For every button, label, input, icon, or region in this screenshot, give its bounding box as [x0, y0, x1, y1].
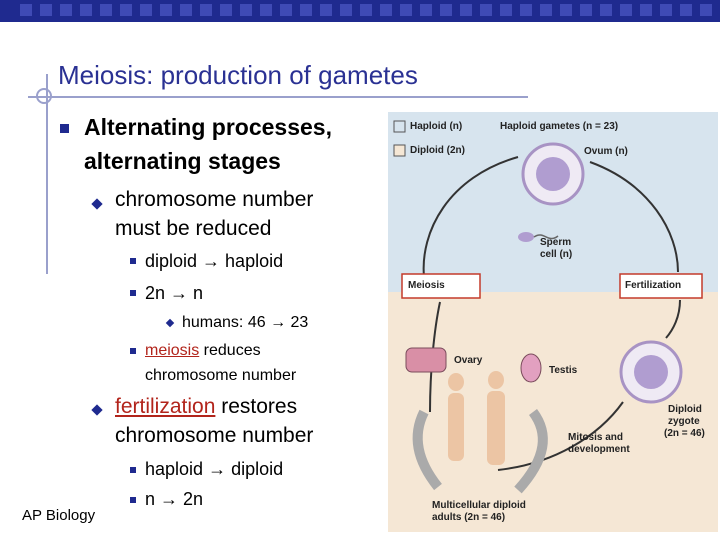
bullet-small-diamond-icon [165, 318, 175, 328]
bullet-6-line1: meiosis reduces [145, 342, 261, 359]
bullet-1-line2: alternating stages [84, 148, 281, 174]
bullet-5: humans: 46 → 23 [182, 314, 309, 331]
diploid-region [388, 292, 718, 532]
testis-label: Testis [549, 365, 578, 376]
bullet-2-line1: chromosome number [115, 188, 314, 211]
bullet-small-square-icon [130, 290, 136, 296]
zygote-label: Diploid [668, 404, 702, 415]
bullet-small-square-icon [130, 497, 136, 503]
female-head [448, 373, 464, 391]
arrow-right-icon: → [170, 283, 189, 303]
bullet-7-line1: fertilization restores [115, 395, 298, 418]
arrow-right-icon: → [160, 489, 179, 509]
arrow-to-meiosis-icon [422, 156, 519, 278]
zygote-label-line3: (2n = 46) [664, 428, 705, 439]
fertilization-term-link: fertilization [115, 395, 216, 418]
decor-vertical-line [46, 74, 48, 274]
life-cycle-diagram [388, 112, 718, 532]
bullet-square-icon [60, 124, 69, 133]
bullet-diamond-icon [91, 404, 103, 416]
sperm-head [518, 232, 534, 242]
zygote-label-line2: zygote [668, 416, 700, 427]
bullet-small-square-icon [130, 258, 136, 264]
footer-course: AP Biology [22, 507, 96, 524]
bullet-6-line2: chromosome number [145, 367, 297, 384]
testis-shape [520, 353, 542, 383]
gray-arrow-right-icon [514, 409, 548, 494]
arrow-to-zygote-icon [665, 299, 681, 339]
fertilization-label: Fertilization [625, 280, 682, 291]
ovary-label: Ovary [454, 355, 483, 366]
meiosis-term-link: meiosis [145, 342, 200, 359]
bullet-8: haploid → diploid [145, 459, 284, 479]
sperm-label-line2: cell (n) [540, 249, 573, 260]
mitosis-label-line2: development [568, 444, 630, 455]
male-head [488, 371, 504, 389]
bullet-7-line2: chromosome number [115, 424, 314, 447]
arrow-right-icon: → [270, 314, 287, 331]
male-body [487, 391, 505, 465]
bullet-small-square-icon [130, 467, 136, 473]
adults-label-line2: adults (2n = 46) [432, 512, 506, 523]
legend-haploid-swatch [393, 120, 406, 133]
fertilization-label-box [619, 273, 703, 299]
arrow-to-adults-icon [497, 401, 624, 471]
ovum-label: Ovum (n) [584, 146, 628, 157]
adults-label: Multicellular diploid [432, 500, 526, 511]
ovary-shape [405, 347, 447, 373]
mitosis-label: Mitosis and [568, 432, 624, 443]
bullet-diamond-icon [91, 198, 103, 210]
title-underline [28, 96, 528, 98]
arrow-to-fertilization-icon [589, 161, 679, 273]
ovum-nucleus [536, 157, 570, 191]
haploid-gametes-label: Haploid gametes (n = 23) [500, 121, 619, 132]
slide-top-bar [0, 0, 720, 22]
legend-diploid-label: Diploid (2n) [410, 145, 465, 156]
life-cycle-figure: Haploid (n) Diploid (2n) Haploid gametes… [388, 112, 718, 532]
bullet-4: 2n → n [145, 283, 204, 303]
legend-diploid-swatch [393, 144, 406, 157]
sperm-tail [533, 234, 559, 240]
legend-haploid-label: Haploid (n) [410, 121, 463, 132]
sperm-label: Sperm [540, 237, 572, 248]
meiosis-label: Meiosis [408, 280, 445, 291]
slide-title: Meiosis: production of gametes [58, 60, 418, 90]
bullet-2-line2: must be reduced [115, 217, 272, 240]
meiosis-label-box [401, 273, 481, 299]
arrow-right-icon: → [208, 459, 227, 479]
arrow-right-icon: → [202, 251, 221, 271]
gray-arrow-left-icon [412, 409, 442, 491]
bullet-9: n → 2n [145, 489, 204, 509]
bullet-small-square-icon [130, 348, 136, 354]
female-body [448, 393, 464, 461]
crosshair-circle [36, 88, 52, 104]
bullet-1-line1: Alternating processes, [84, 114, 332, 140]
zygote-nucleus [634, 355, 668, 389]
bullet-3: diploid → haploid [145, 251, 284, 271]
